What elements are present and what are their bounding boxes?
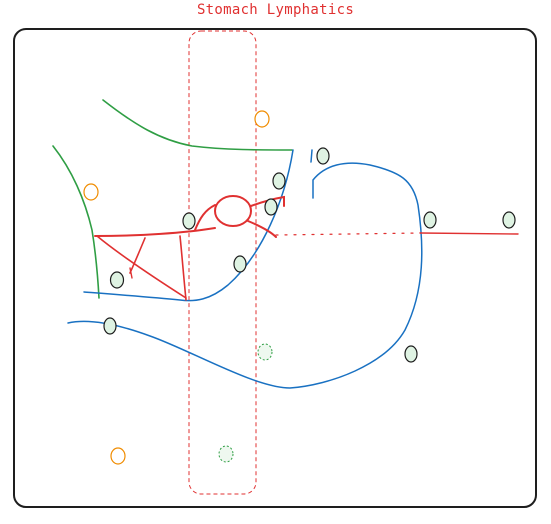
red-right-horizontal: [419, 232, 519, 235]
lymph-node: [233, 255, 247, 273]
blue-short-stroke: [310, 149, 313, 163]
diagram-title: Stomach Lymphatics: [196, 2, 355, 18]
lymph-node-orange: [110, 447, 126, 465]
lymph-node: [502, 211, 516, 229]
lymph-nodes-orange: [83, 110, 270, 465]
lymph-node-orange: [254, 110, 270, 128]
lymph-nodes-green: [103, 147, 516, 363]
lymph-node-orange: [83, 183, 99, 201]
red-branch-short: [129, 237, 146, 274]
red-vessel-lower-right: [247, 220, 277, 238]
red-branch-down: [179, 235, 187, 301]
lymph-node-dashed: [218, 445, 234, 463]
red-central-ring: [214, 195, 252, 227]
lymph-node: [109, 271, 125, 289]
lymph-node: [404, 345, 418, 363]
lymph-node: [423, 211, 437, 229]
red-tick-mark: [129, 267, 133, 279]
red-branch-diagonal: [96, 235, 187, 299]
green-upper-curve: [102, 99, 293, 151]
green-left-curve: [52, 145, 100, 299]
lymph-node: [182, 212, 196, 230]
lymph-node: [103, 317, 117, 335]
lymph-node-dashed: [257, 343, 273, 361]
outer-frame: [13, 28, 537, 508]
lymph-nodes-dashed: [218, 343, 273, 463]
red-dotted-horizontal: [275, 232, 421, 236]
red-dashed-band: [188, 30, 257, 495]
lymph-node: [316, 147, 330, 165]
lymph-node: [272, 172, 286, 190]
lymph-node: [264, 198, 278, 216]
red-main-horizontal: [94, 227, 216, 237]
red-vessel-left-up: [194, 204, 216, 231]
blue-greater-curvature: [67, 162, 423, 389]
